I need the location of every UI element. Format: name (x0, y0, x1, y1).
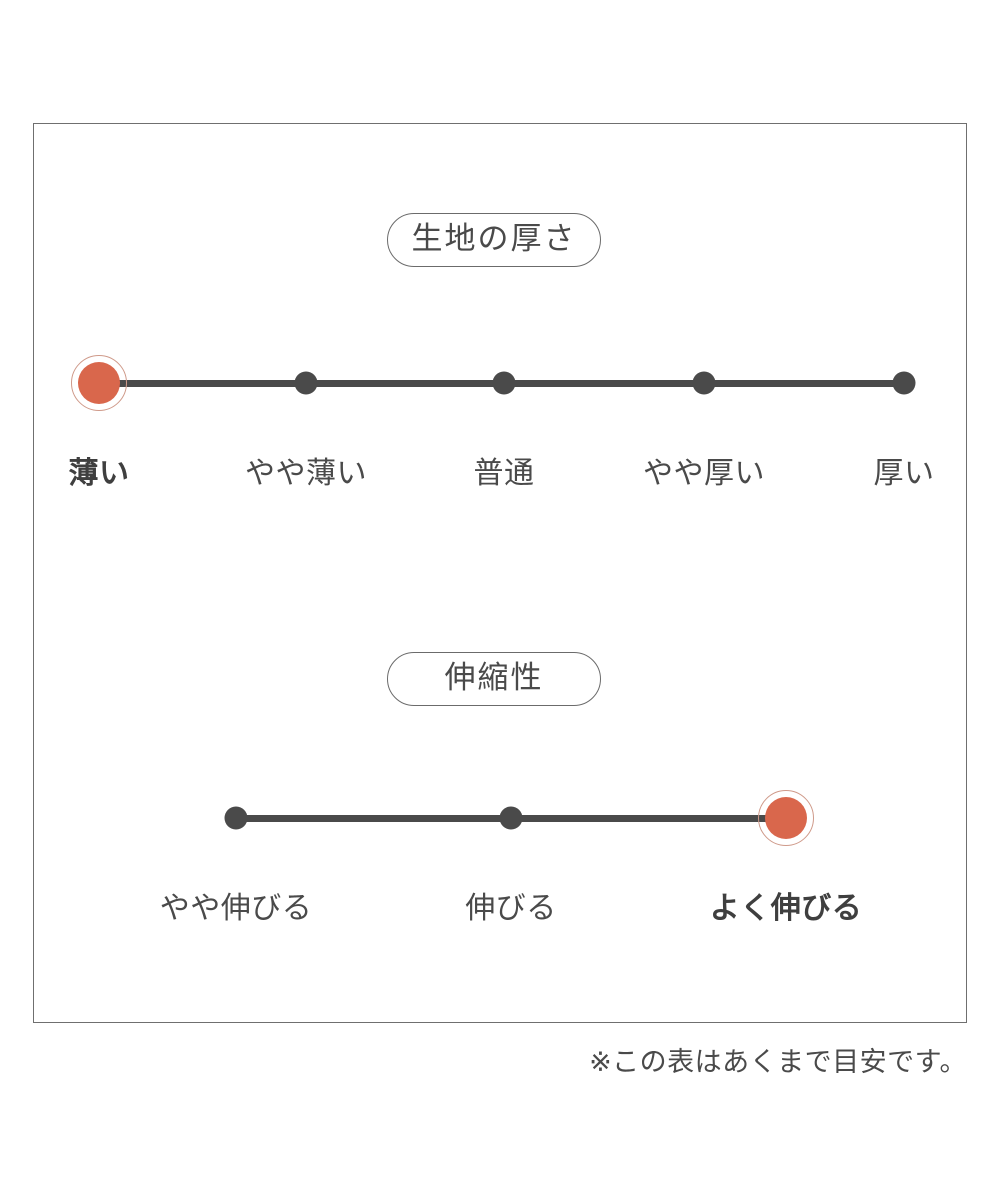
active-node-ring-icon (71, 355, 127, 411)
scale-label-yoku-nobiru: よく伸びる (709, 891, 863, 926)
section-title-pill-fabric-thickness: 生地の厚さ (387, 213, 601, 267)
scale-fabric-thickness: 薄い やや薄い 普通 やや厚い 厚い (34, 355, 968, 500)
scale-label-yaya-usui: やや薄い (245, 456, 367, 491)
active-node-ring-icon (758, 790, 814, 846)
section-title-label-stretchiness: 伸縮性 (444, 659, 544, 696)
section-title-label-fabric-thickness: 生地の厚さ (411, 220, 577, 257)
active-node-dot-icon (765, 797, 807, 839)
node-dot-icon (224, 806, 248, 830)
node-dot-icon (692, 371, 716, 395)
node-dot-icon (294, 371, 318, 395)
scale-label-yaya-nobiru: やや伸びる (159, 891, 313, 926)
node-dot-icon (892, 371, 916, 395)
node-dot-icon (499, 806, 523, 830)
scale-label-atsui: 厚い (873, 456, 935, 491)
chart-panel: 生地の厚さ 薄い やや薄い 普通 やや厚い (33, 123, 967, 1023)
active-node-dot-icon (78, 362, 120, 404)
node-dot-icon (492, 371, 516, 395)
scale-label-usui: 薄い (68, 456, 130, 491)
scale-stretchiness: やや伸びる 伸びる よく伸びる (34, 790, 968, 935)
section-title-pill-stretchiness: 伸縮性 (387, 652, 601, 706)
scale-label-yaya-atsui: やや厚い (643, 456, 765, 491)
scale-label-nobiru: 伸びる (465, 891, 557, 926)
chart-footnote: ※この表はあくまで目安です。 (589, 1047, 967, 1078)
scale-label-futsuu: 普通 (473, 456, 535, 491)
